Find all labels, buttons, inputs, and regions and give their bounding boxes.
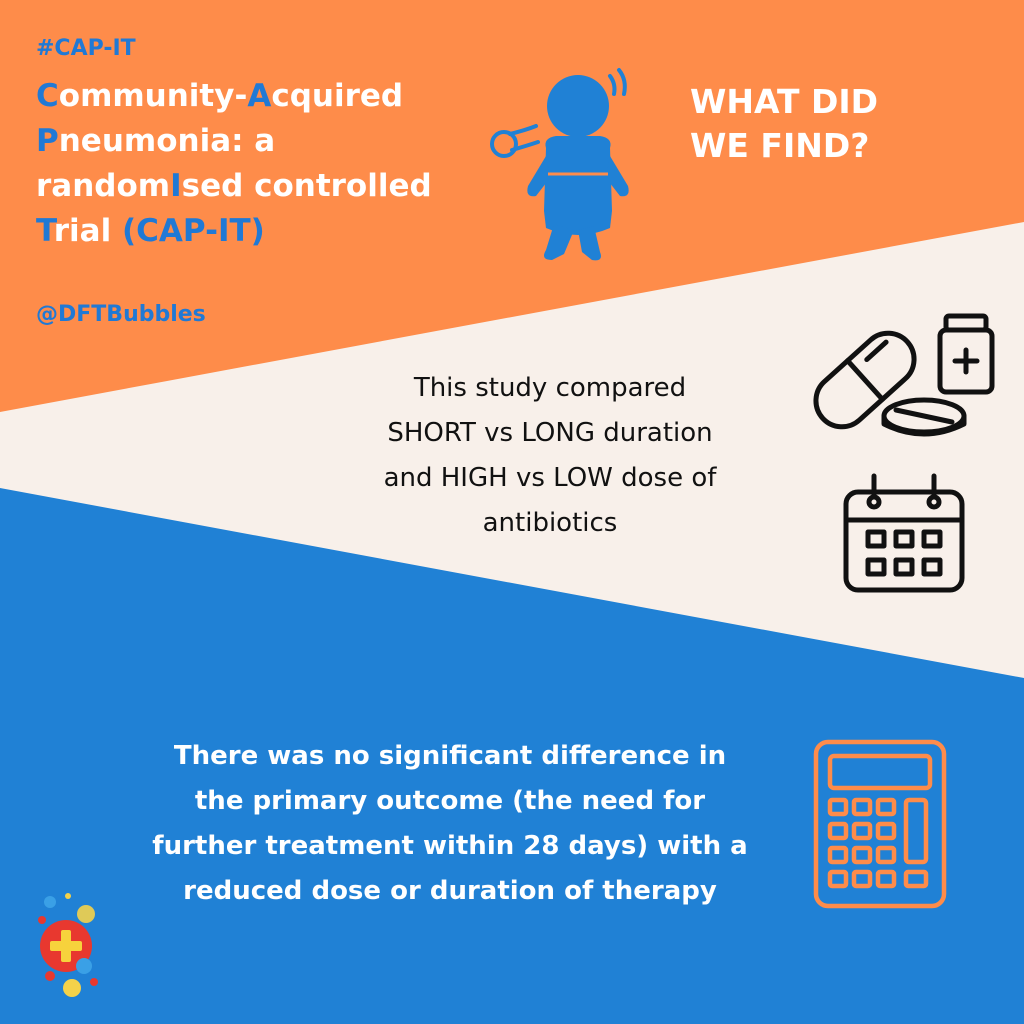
study-line: antibiotics <box>482 508 618 538</box>
title-text: cquired <box>271 78 404 114</box>
medicine-pills-icon <box>813 313 995 437</box>
title-accent-letters: I <box>170 168 182 204</box>
question-line: WE FIND? <box>690 126 870 165</box>
title-line: randomIsed controlled <box>36 164 536 209</box>
dft-bubbles-logo <box>38 893 98 997</box>
calculator-icon <box>813 739 947 909</box>
title-text: sed controlled <box>181 168 432 204</box>
finding-line: the primary outcome (the need for <box>194 786 706 816</box>
title-accent-letters: A <box>247 78 272 114</box>
title-accent-letters: P <box>36 123 59 159</box>
title-line: Community-Acquired <box>36 74 536 119</box>
title-accent-letters: C <box>36 78 59 114</box>
hashtag: #CAP-IT <box>36 36 136 61</box>
title-accent-letters: T <box>36 213 54 249</box>
finding-line: There was no significant difference in <box>173 741 727 771</box>
finding-line: reduced dose or duration of therapy <box>183 876 717 906</box>
title-accent-letters: (CAP-IT) <box>122 213 265 249</box>
key-finding: There was no significant difference in t… <box>100 734 800 914</box>
what-did-we-find-heading: WHAT DID WE FIND? <box>690 80 878 168</box>
title-line: Pneumonia: a <box>36 119 536 164</box>
title-line: Trial (CAP-IT) <box>36 209 536 254</box>
twitter-handle: @DFTBubbles <box>36 302 206 327</box>
calendar-icon <box>843 473 965 593</box>
coughing-child-icon <box>490 68 629 261</box>
study-description: This study compared SHORT vs LONG durati… <box>330 366 770 546</box>
study-line: This study compared <box>413 373 687 403</box>
question-line: WHAT DID <box>690 82 879 121</box>
study-line: SHORT vs LONG duration <box>387 418 713 448</box>
title-text: random <box>36 168 171 204</box>
title-text: rial <box>53 213 123 249</box>
blue-band <box>0 488 1024 1024</box>
finding-line: further treatment within 28 days) with a <box>152 831 748 861</box>
study-line: and HIGH vs LOW dose of <box>383 463 717 493</box>
title-text: neumonia: a <box>58 123 276 159</box>
title-text: ommunity- <box>58 78 248 114</box>
